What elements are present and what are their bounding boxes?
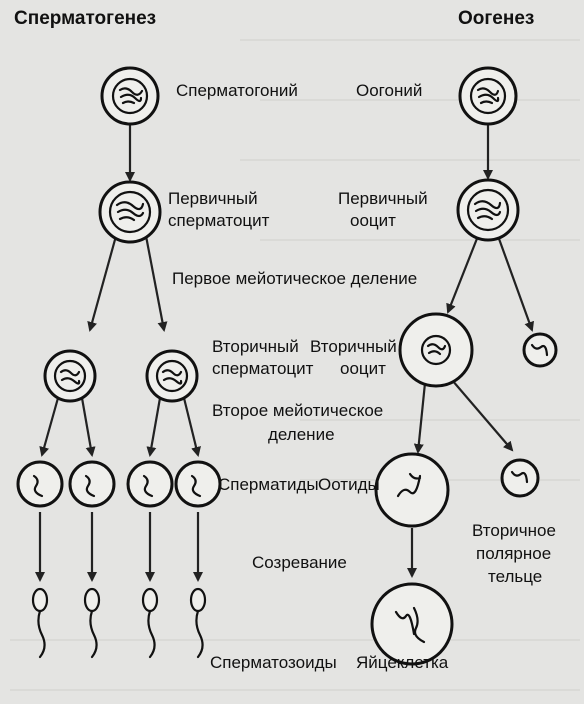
arrow-sec-oocyte-ootid bbox=[413, 382, 427, 454]
secondary-spermatocyte-label-1: Вторичный bbox=[212, 337, 299, 356]
spermatids-label: Сперматиды bbox=[218, 475, 319, 494]
oo-arrows bbox=[407, 124, 534, 578]
arrow-sec1-a bbox=[39, 397, 60, 457]
arrow-sec1-b bbox=[80, 397, 96, 457]
spermatozoon-2 bbox=[83, 587, 101, 659]
spermatozoon-1 bbox=[31, 587, 49, 659]
secondary-oocyte-label-2: ооцит bbox=[340, 359, 386, 378]
second-polar-body-cell bbox=[500, 458, 540, 498]
primary-spermatocyte-label-2: сперматоцит bbox=[168, 211, 270, 230]
egg-label: Яйцеклетка bbox=[356, 653, 449, 672]
meiosis-2-label-1: Второе мейотическое bbox=[212, 401, 384, 420]
maturation-label: Созревание bbox=[252, 553, 347, 572]
primary-spermatocyte-label-1: Первичный bbox=[168, 189, 258, 208]
meiosis-2-label-2: деление bbox=[268, 425, 335, 444]
spermatozoa-label: Сперматозоиды bbox=[210, 653, 337, 672]
arrow-primary-right bbox=[144, 235, 168, 332]
secondary-spermatocyte-label-2: сперматоцит bbox=[212, 359, 314, 378]
ootid-cell bbox=[374, 452, 450, 528]
spermatozoa bbox=[31, 587, 207, 659]
spermatid-cells bbox=[16, 460, 222, 508]
first-polar-body-cell bbox=[522, 332, 558, 368]
meiosis-1-label: Первое мейотическое деление bbox=[172, 269, 418, 288]
spermatid-1 bbox=[16, 460, 64, 508]
spermatozoon-3 bbox=[141, 587, 159, 659]
secondary-oocyte-cell bbox=[398, 312, 474, 388]
arrow-sec2-b bbox=[182, 397, 201, 457]
secondary-oocyte-label-1: Вторичный bbox=[310, 337, 397, 356]
ootids-label: Оотиды bbox=[318, 475, 380, 494]
arrow-oocyte-right bbox=[496, 235, 534, 332]
spermatid-2 bbox=[68, 460, 116, 508]
oogenesis-heading: Оогенез bbox=[458, 8, 535, 29]
arrow-sec-oocyte-polar bbox=[451, 379, 514, 452]
spermatozoon-4 bbox=[189, 587, 207, 659]
primary-oocyte-label-2: ооцит bbox=[350, 211, 396, 230]
primary-spermatocyte-cell bbox=[98, 180, 162, 244]
spermatogenesis-heading: Сперматогенез bbox=[14, 8, 157, 29]
secondary-spermatocyte-2-cell bbox=[145, 349, 199, 403]
spermatid-3 bbox=[126, 460, 174, 508]
egg-cell bbox=[370, 582, 454, 666]
polar-body-label-1: Вторичное bbox=[472, 521, 556, 540]
primary-oocyte-label-1: Первичный bbox=[338, 189, 428, 208]
arrow-oocyte-left bbox=[446, 235, 480, 314]
polar-body-label-3: тельце bbox=[488, 567, 543, 586]
arrow-sec2-a bbox=[146, 397, 162, 457]
primary-oocyte-cell bbox=[456, 178, 520, 242]
arrow-primary-left bbox=[87, 235, 118, 332]
spermatid-4 bbox=[174, 460, 222, 508]
sperm-arrows bbox=[35, 124, 203, 582]
polar-body-label-2: полярное bbox=[476, 544, 552, 563]
spermatogonium-cell bbox=[100, 66, 160, 126]
secondary-spermatocyte-1-cell bbox=[43, 349, 97, 403]
spermatogonium-label: Сперматогоний bbox=[176, 81, 298, 100]
oogonium-cell bbox=[458, 66, 518, 126]
oogonium-label: Оогоний bbox=[356, 81, 423, 100]
